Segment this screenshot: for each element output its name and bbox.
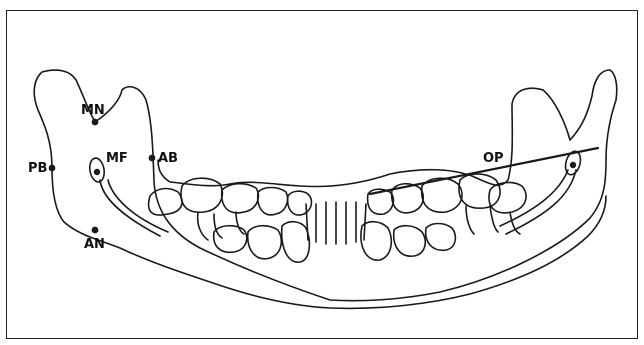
left-canal xyxy=(100,180,160,236)
label-pb: PB xyxy=(28,162,47,175)
label-an: AN xyxy=(84,238,105,251)
pb-point xyxy=(49,165,54,170)
mf-right-point xyxy=(571,163,576,168)
mf-left-point xyxy=(95,170,100,175)
teeth xyxy=(149,174,526,262)
label-ab: AB xyxy=(158,152,178,165)
label-mn: MN xyxy=(81,104,105,117)
an-point xyxy=(92,227,97,232)
label-mf: MF xyxy=(106,152,128,165)
left-ramus-outline xyxy=(34,70,606,308)
mandible-outline xyxy=(95,70,617,301)
mn-point xyxy=(92,119,97,124)
ab-point xyxy=(149,155,154,160)
label-op: OP xyxy=(483,152,504,165)
